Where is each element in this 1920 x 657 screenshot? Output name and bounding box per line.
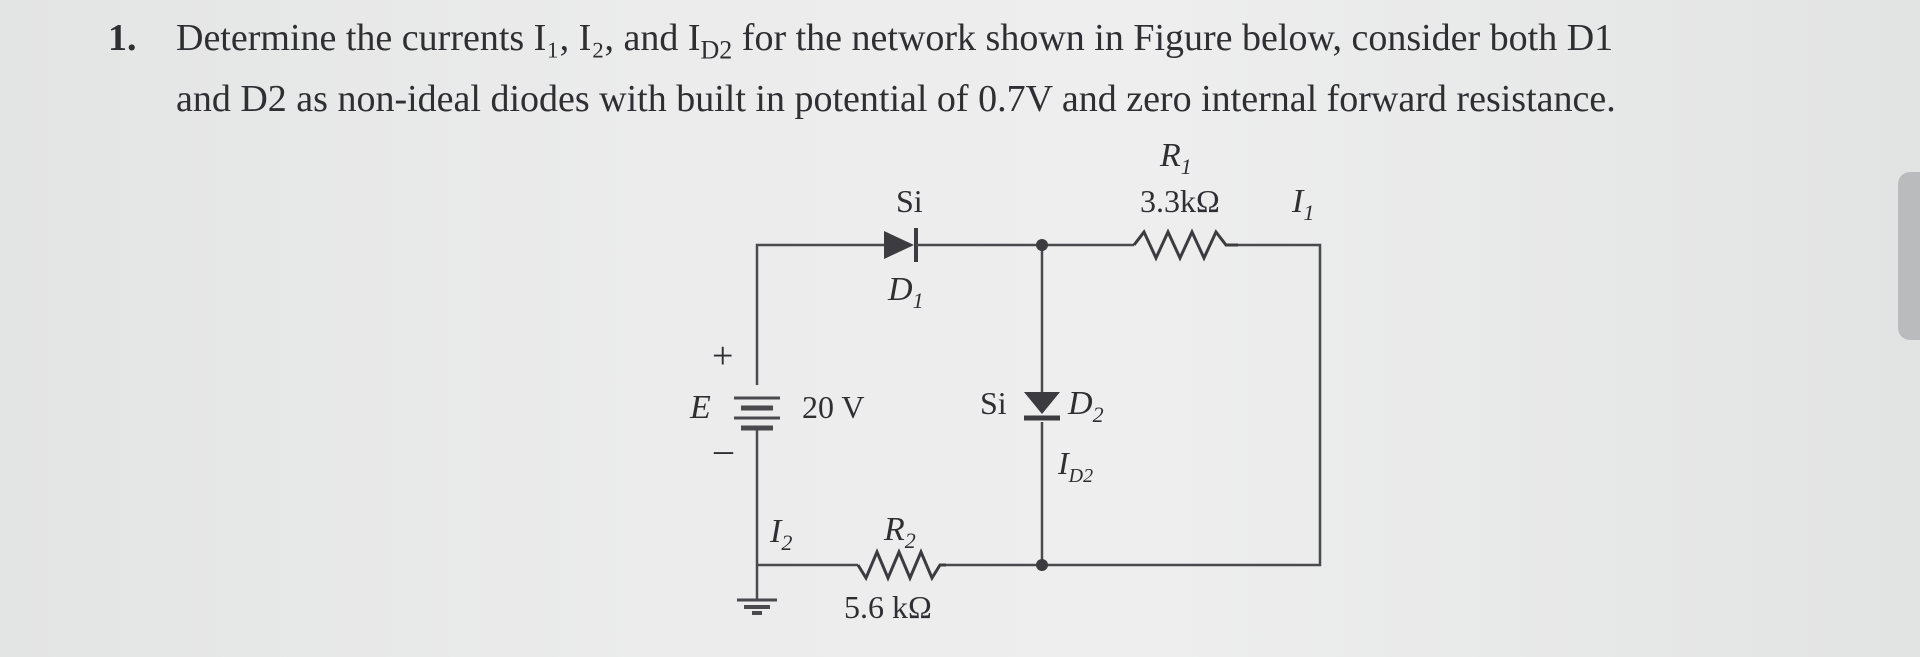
question-text-part-3: and D2 as non-ideal diodes with built in… xyxy=(176,77,1616,120)
r2-value: 5.6 kΩ xyxy=(844,589,932,625)
diode-d2-icon xyxy=(1024,392,1060,421)
diode-d1-icon xyxy=(884,228,929,262)
ground-icon xyxy=(737,598,777,615)
d2-label: D2 xyxy=(1067,385,1104,427)
side-scroll-tab[interactable] xyxy=(1898,172,1920,340)
source-value: 20 V xyxy=(802,389,865,425)
question-line-2: and D2 as non-ideal diodes with built in… xyxy=(108,75,1898,123)
junction-dot-top xyxy=(1036,239,1048,251)
d1-material-label: Si xyxy=(896,183,923,219)
resistor-r1-icon xyxy=(1132,228,1238,262)
question-line-1: 1. Determine the currents I₁, I₂, and ID2… xyxy=(108,14,1898,75)
r1-label: R1 xyxy=(1159,137,1192,179)
resistor-r2-icon xyxy=(856,548,946,582)
r1-value: 3.3kΩ xyxy=(1140,183,1220,219)
r2-label: R2 xyxy=(883,511,916,553)
source-plus-sign: + xyxy=(712,335,733,377)
d2-material-label: Si xyxy=(980,385,1007,421)
question-text-part-1: Determine the currents I₁, I₂, and I xyxy=(176,17,701,59)
question-text: 1. Determine the currents I₁, I₂, and ID2… xyxy=(108,14,1898,123)
source-minus-sign: – xyxy=(713,429,734,471)
i1-label: I1 xyxy=(1291,183,1314,225)
d1-label: D1 xyxy=(887,271,924,313)
question-text-part-2: for the network shown in Figure below, c… xyxy=(732,17,1614,59)
wire-left-top xyxy=(755,243,884,385)
i2-label: I2 xyxy=(769,513,792,555)
id2-label: ID2 xyxy=(1057,445,1093,487)
circuit-wires xyxy=(755,243,1322,600)
question-id2-subscript: D2 xyxy=(700,35,733,65)
junction-dot-bottom xyxy=(1036,559,1048,571)
question-number: 1. xyxy=(108,17,137,59)
source-label: E xyxy=(689,389,711,426)
battery-symbol xyxy=(734,396,780,431)
wire-right xyxy=(1042,243,1322,567)
